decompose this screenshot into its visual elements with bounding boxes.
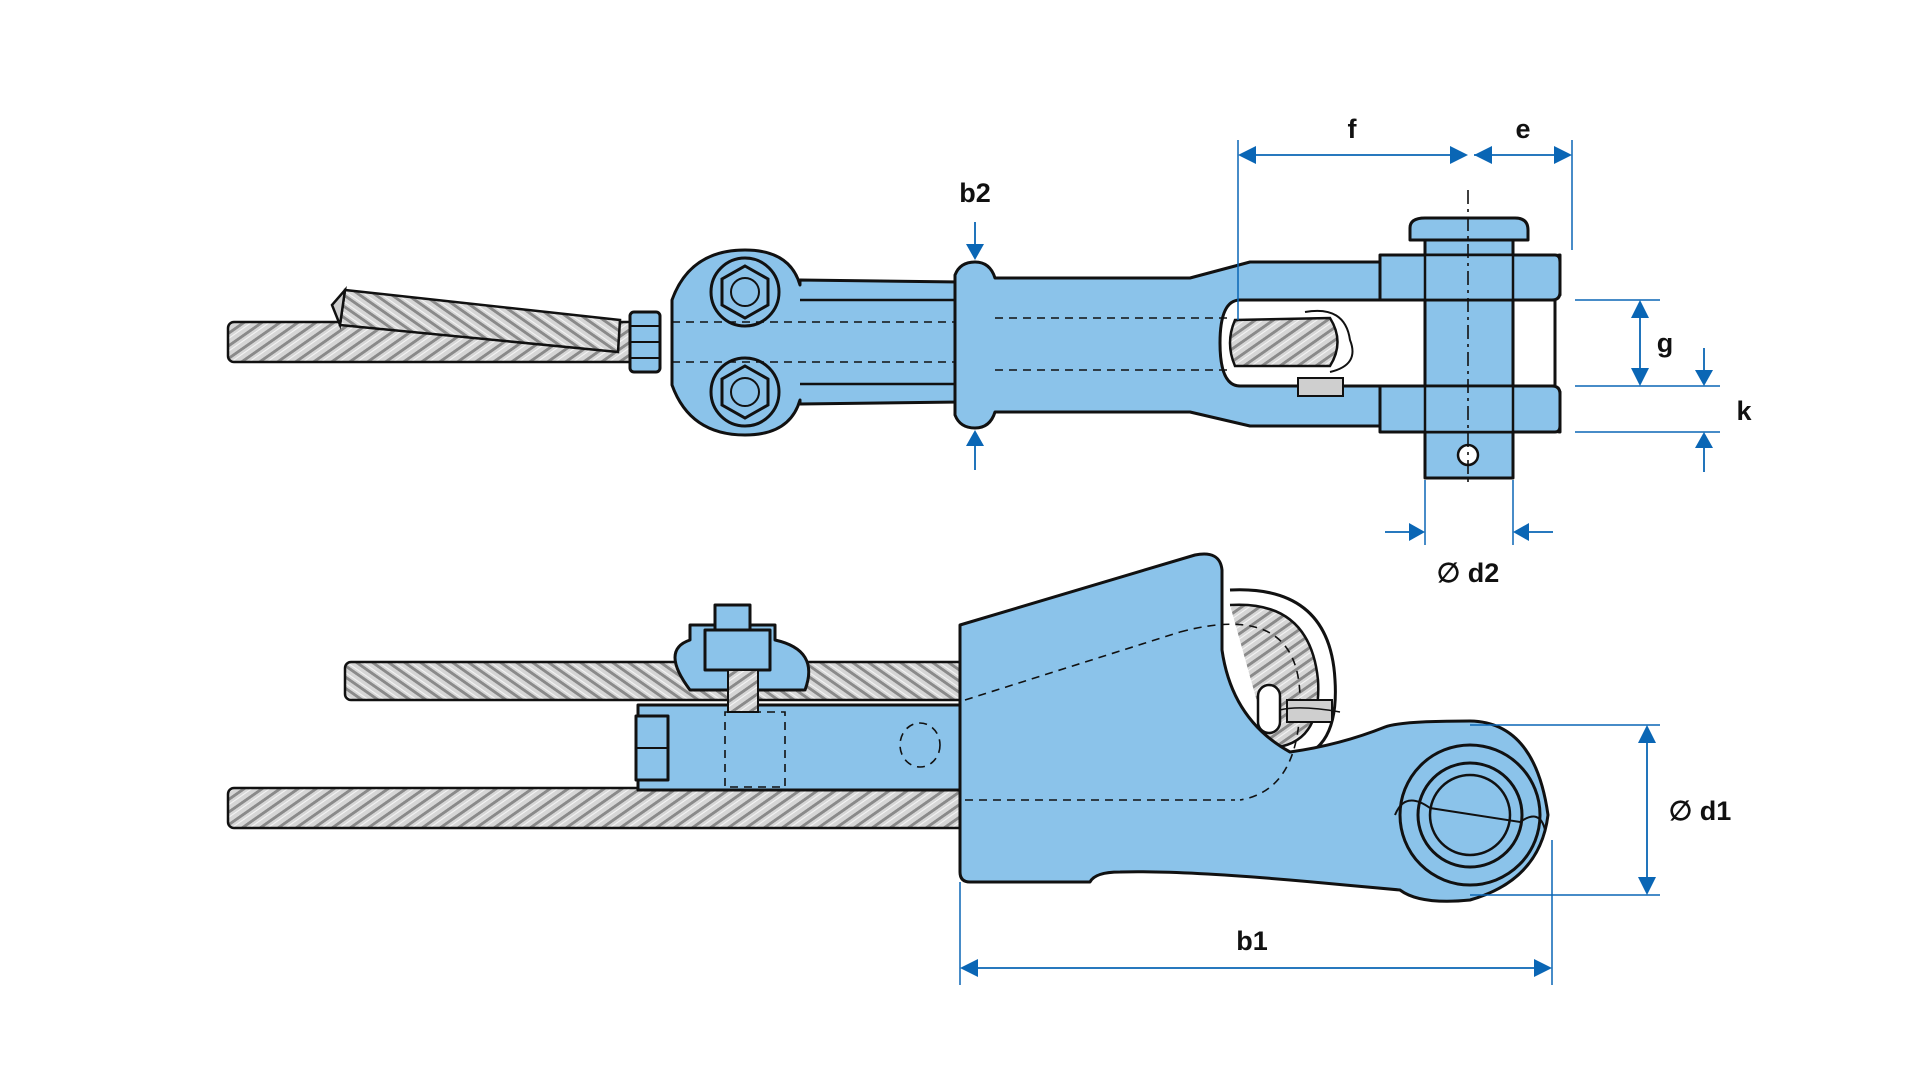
fork-tines — [1378, 253, 1562, 434]
dimension-d2: ∅ d2 — [1385, 480, 1553, 588]
bolt-head-upper — [709, 256, 781, 328]
label-k: k — [1736, 396, 1752, 426]
label-b2: b2 — [959, 178, 991, 208]
dimension-b2: b2 — [959, 178, 991, 470]
rope-clip-nut — [628, 310, 662, 374]
dimension-e: e — [1474, 114, 1573, 250]
label-e: e — [1515, 114, 1530, 144]
side-view — [226, 552, 1550, 903]
dimension-b1: b1 — [959, 840, 1553, 985]
dimension-k: k — [1575, 348, 1752, 472]
label-d1: ∅ d1 — [1669, 796, 1732, 826]
label-d2: ∅ d2 — [1437, 558, 1500, 588]
dimension-d1: ∅ d1 — [1470, 724, 1732, 896]
top-view — [226, 190, 1562, 485]
label-b1: b1 — [1236, 926, 1268, 956]
rope-clip-side — [634, 603, 970, 792]
dimension-g: g — [1575, 299, 1720, 387]
dimension-f: f — [1237, 114, 1468, 320]
dimensions: f e b2 g — [959, 114, 1752, 985]
label-g: g — [1657, 328, 1674, 358]
label-f: f — [1348, 114, 1358, 144]
wedge-socket-body — [958, 552, 1550, 903]
socket-clamp — [670, 248, 962, 437]
bolt-head-lower — [709, 356, 781, 428]
